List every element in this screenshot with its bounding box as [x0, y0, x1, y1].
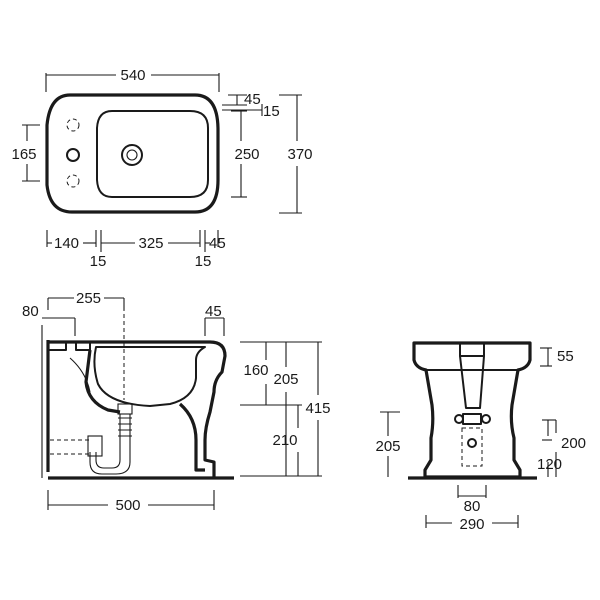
dim-front-290: 290 — [425, 515, 519, 533]
dim-side-45: 45 — [204, 303, 225, 336]
dim-top-bottom: 140 325 45 15 15 — [46, 230, 226, 270]
tap-hole-bottom-icon — [66, 174, 80, 188]
top-view-bowl — [96, 110, 209, 198]
dim-side-205: 205 — [272, 341, 299, 476]
dim-label-140: 140 — [54, 235, 79, 252]
tap-hole-center-icon — [66, 148, 80, 162]
side-body-left — [84, 349, 121, 414]
front-drain-icon — [467, 438, 477, 448]
side-rim — [48, 340, 227, 477]
front-bracket — [462, 413, 482, 425]
dim-front-80: 80 — [457, 485, 487, 515]
side-view: 80 255 45 160 205 — [22, 290, 331, 514]
dim-label-15-left: 15 — [90, 253, 107, 270]
side-back-plate — [47, 341, 67, 351]
front-view: 55 205 200 120 80 — [375, 341, 586, 533]
dim-label-250: 250 — [234, 146, 259, 163]
dim-label-415: 415 — [305, 400, 330, 417]
dim-label-255: 255 — [76, 290, 101, 307]
dim-side-500: 500 — [47, 490, 215, 514]
dim-label-500: 500 — [115, 497, 140, 514]
dim-label-rim-45: 45 — [244, 91, 261, 108]
dim-label-165: 165 — [11, 146, 36, 163]
dim-front-55: 55 — [540, 347, 574, 367]
dim-label-200: 200 — [561, 435, 586, 452]
top-view-outline — [45, 93, 220, 214]
dim-side-160: 160 — [240, 341, 272, 406]
dim-label-front-80: 80 — [464, 498, 481, 515]
dim-hole-spacing: 165 — [11, 124, 40, 182]
dim-label-210: 210 — [272, 432, 297, 449]
front-pedestal — [459, 355, 485, 409]
dim-front-200-120: 200 120 — [537, 419, 586, 477]
dim-label-rim-15: 15 — [263, 103, 280, 120]
side-foot — [178, 402, 205, 472]
drain-icon — [121, 144, 143, 166]
dim-top-width: 540 — [45, 67, 220, 92]
bolt-right-icon — [481, 414, 491, 424]
dim-label-160: 160 — [243, 362, 268, 379]
dim-side-80: 80 — [22, 303, 76, 336]
tap-hole-top-icon — [66, 118, 80, 132]
dim-label-80: 80 — [22, 303, 39, 320]
dim-label-55: 55 — [557, 348, 574, 365]
dim-label-290: 290 — [459, 516, 484, 533]
dim-bowl-depth: 250 — [231, 110, 260, 198]
dim-label-side-205: 205 — [273, 371, 298, 388]
dim-side-210: 210 — [240, 404, 302, 477]
dim-label-front-205: 205 — [375, 438, 400, 455]
dim-label-45-bottom: 45 — [209, 235, 226, 252]
dim-top-rim: 45 15 — [222, 91, 280, 120]
front-outline — [412, 341, 532, 479]
dim-label-370: 370 — [287, 146, 312, 163]
front-back-plate — [459, 343, 485, 357]
dim-label-15-right: 15 — [195, 253, 212, 270]
dim-side-415: 415 — [290, 341, 331, 477]
dim-front-205: 205 — [375, 411, 401, 477]
side-inner-curve — [69, 357, 91, 393]
drain-trap — [50, 403, 133, 475]
dim-label-120: 120 — [537, 456, 562, 473]
drain-inner-icon — [126, 149, 138, 161]
top-view: 540 45 15 165 250 — [11, 67, 312, 270]
dim-label-540: 540 — [120, 67, 145, 84]
front-drain-box — [461, 427, 483, 467]
bolt-left-icon — [454, 414, 464, 424]
dim-depth: 370 — [279, 94, 313, 214]
side-bowl — [93, 346, 206, 407]
dim-label-325: 325 — [138, 235, 163, 252]
side-pedestal-plate — [75, 341, 91, 351]
dim-side-255: 255 — [47, 290, 125, 310]
dim-label-side-45: 45 — [205, 303, 222, 320]
